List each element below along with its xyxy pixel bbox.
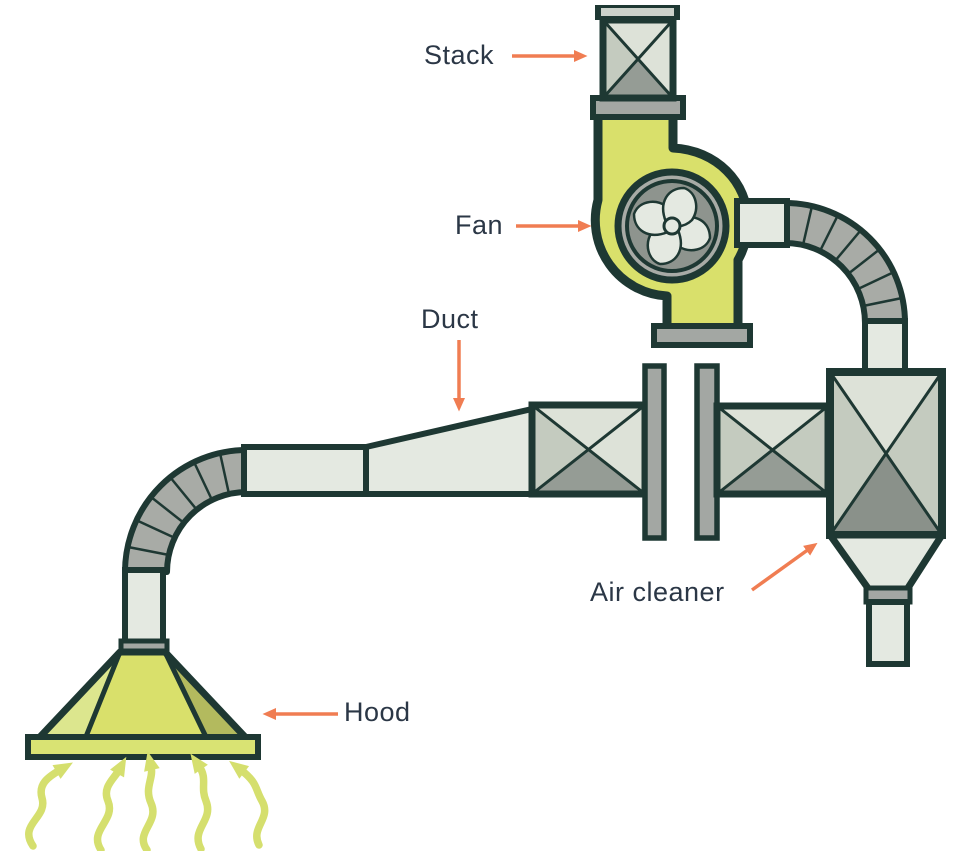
- fan-blade-icon: [614, 168, 730, 284]
- stack-label: Stack: [424, 40, 495, 70]
- duct-transition: [363, 406, 535, 497]
- stack-box: [599, 16, 677, 102]
- air-cleaner-pointer-arrow: [750, 542, 818, 592]
- hood-lip: [25, 734, 261, 760]
- fan-unit: [590, 107, 790, 348]
- fan-label: Fan: [455, 210, 504, 240]
- stack-cap: [595, 5, 680, 20]
- cleaner-hopper: [826, 531, 946, 595]
- stack-unit: [590, 5, 686, 120]
- duct-x-section: [528, 401, 649, 498]
- hood-unit: [25, 648, 261, 760]
- cleaner-outlet-duct: [866, 599, 910, 667]
- elbow-duct-right: [782, 200, 908, 326]
- elbow-duct-left: [122, 447, 250, 575]
- horizontal-duct: [241, 401, 649, 498]
- flange-bar-left: [642, 363, 667, 541]
- cleaner-box: [826, 368, 946, 539]
- fan-inlet-duct: [734, 198, 790, 248]
- duct-label: Duct: [421, 304, 479, 334]
- fan-outlet-flange: [651, 323, 753, 348]
- hood-riser-duct: [118, 567, 170, 659]
- label-pointer-arrows: [262, 50, 818, 720]
- airflow-wavy-arrows: [25, 751, 269, 851]
- cleaner-inlet-duct: [713, 402, 832, 498]
- air-cleaner-unit: [713, 368, 946, 667]
- air-cleaner-label: Air cleaner: [590, 577, 725, 607]
- hood-label: Hood: [344, 697, 411, 727]
